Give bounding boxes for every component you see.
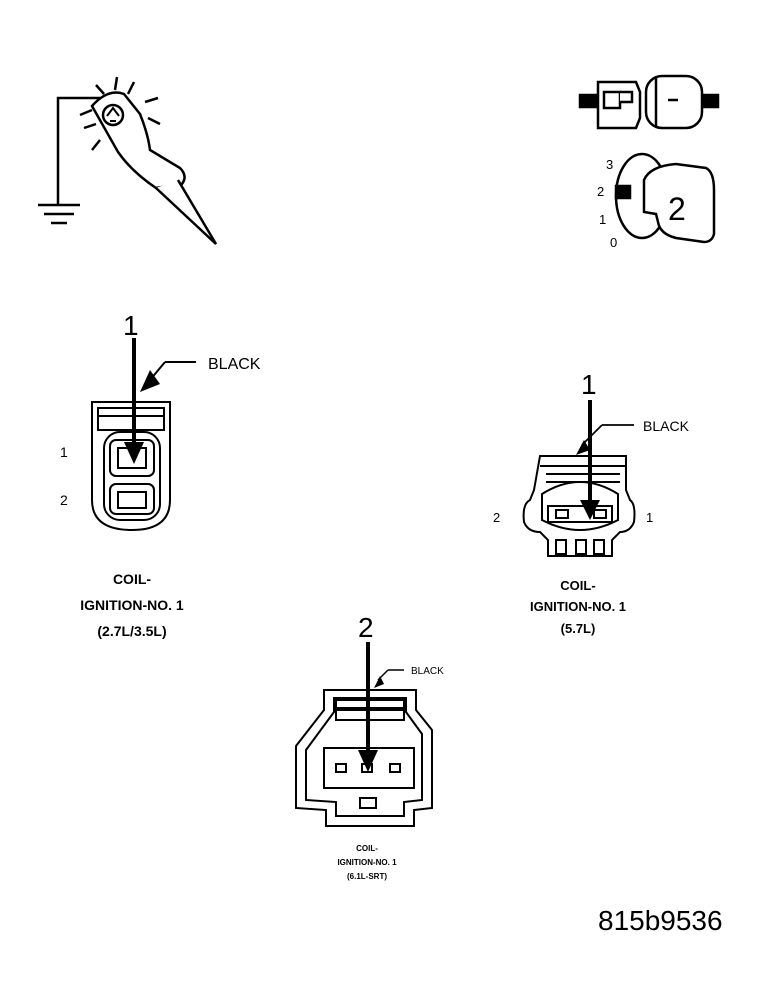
- color-label-conn3: BLACK: [411, 666, 444, 677]
- black-leader-conn2: [576, 424, 634, 455]
- connector-plug-icon: [578, 74, 720, 130]
- caption-line1-conn2: COIL-: [560, 578, 595, 593]
- figure-id: 815b9536: [598, 905, 723, 936]
- pin-label-1-conn2: 1: [646, 510, 653, 525]
- color-label-conn2: BLACK: [643, 418, 690, 434]
- caption-line2-conn2: IGNITION-NO. 1: [530, 599, 626, 614]
- pin-callout-conn3: 2: [358, 612, 374, 643]
- color-label-conn1: BLACK: [208, 356, 261, 373]
- black-leader-conn3: [374, 669, 404, 688]
- key-position-3: 3: [606, 157, 613, 172]
- test-light-probe-icon: [38, 76, 218, 245]
- key-number: 2: [668, 191, 686, 227]
- pin-label-2-conn2: 2: [493, 510, 500, 525]
- connector-5-7l: [522, 455, 636, 557]
- callout-arrow-conn2: [580, 400, 600, 520]
- key-position-0: 0: [610, 235, 617, 250]
- caption-line2-conn1: IGNITION-NO. 1: [80, 597, 184, 613]
- callout-arrow-conn3: [358, 642, 378, 772]
- pin-callout-conn2: 1: [581, 369, 597, 400]
- pin-label-2-conn1: 2: [60, 492, 68, 508]
- caption-line1-conn1: COIL-: [113, 571, 151, 587]
- caption-line3-conn3: (6.1L-SRT): [347, 872, 387, 881]
- ignition-key-switch-icon: [614, 152, 716, 244]
- pin-callout-conn1: 1: [123, 310, 139, 341]
- callout-arrow-conn1: [124, 338, 144, 464]
- connector-2-7l-3-5l: [91, 401, 171, 532]
- key-position-2: 2: [597, 184, 604, 199]
- pin-label-1-conn1: 1: [60, 444, 68, 460]
- key-position-1: 1: [599, 212, 606, 227]
- caption-line3-conn2: (5.7L): [561, 621, 596, 636]
- caption-line1-conn3: COIL-: [356, 844, 378, 853]
- caption-line2-conn3: IGNITION-NO. 1: [337, 858, 397, 867]
- black-leader-conn1: [140, 361, 196, 392]
- caption-line3-conn1: (2.7L/3.5L): [97, 623, 166, 639]
